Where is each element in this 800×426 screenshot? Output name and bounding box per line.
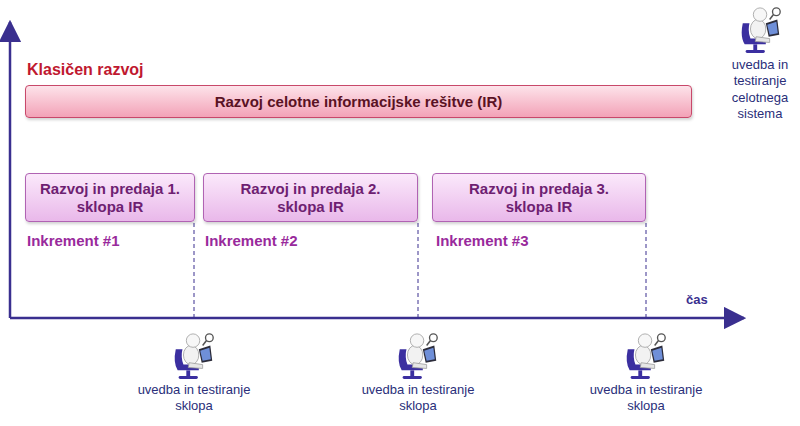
box-text: Razvoj in predaja 3. sklopa IR: [445, 180, 633, 216]
increment-marker: [194, 223, 195, 317]
increment-box: Razvoj in predaja 1. sklopa IR: [25, 173, 195, 222]
tester-icon: [175, 334, 214, 379]
tester-icon: [742, 8, 781, 53]
tester-icon: [399, 334, 438, 379]
increment-marker: [646, 223, 647, 317]
axis-label: čas: [686, 292, 736, 308]
time-axis: [10, 317, 744, 320]
section-heading: Klasičen razvoj: [27, 60, 227, 80]
milestone-label: uvedba in testiranje celotnega sistema: [722, 57, 798, 122]
increment-marker: [418, 223, 419, 317]
increment-label: Inkrement #1: [27, 232, 187, 251]
increment-label: Inkrement #2: [205, 232, 365, 251]
increment-box: Razvoj in predaja 3. sklopa IR: [432, 173, 646, 222]
milestone-label: uvedba in testiranje sklopa: [360, 382, 476, 415]
box-text: Razvoj in predaja 2. sklopa IR: [216, 180, 405, 216]
milestone-label: uvedba in testiranje sklopa: [136, 382, 252, 415]
box-text: Razvoj celotne informacijske rešitve (IR…: [215, 93, 503, 111]
phase-band: Razvoj celotne informacijske rešitve (IR…: [25, 85, 692, 118]
tester-icon: [627, 334, 666, 379]
vertical-axis: [9, 22, 12, 318]
milestone-label: uvedba in testiranje sklopa: [588, 382, 704, 415]
box-text: Razvoj in predaja 1. sklopa IR: [38, 180, 182, 216]
increment-box: Razvoj in predaja 2. sklopa IR: [203, 173, 418, 222]
increment-label: Inkrement #3: [436, 232, 596, 251]
